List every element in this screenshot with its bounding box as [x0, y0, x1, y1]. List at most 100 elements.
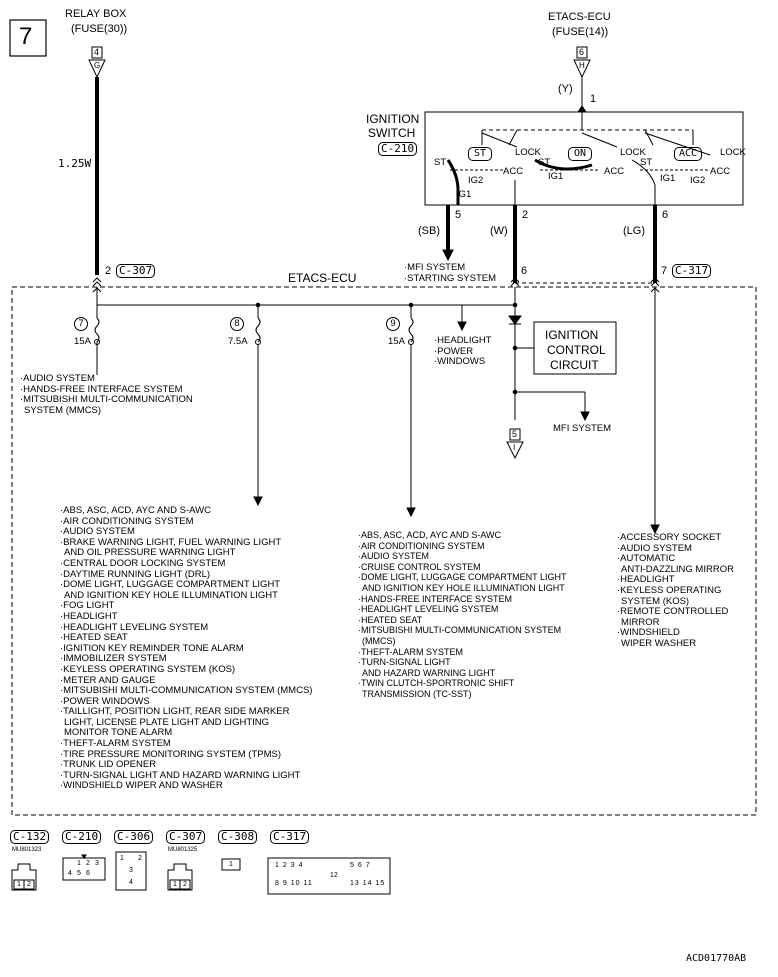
list-item: ·HEADLIGHT — [434, 335, 492, 346]
switch-pin-5: 5 — [455, 209, 462, 221]
c317-pins-bottom-right: 13 14 15 — [350, 880, 385, 887]
list-item: ·IGNITION KEY REMINDER TONE ALARM — [60, 642, 244, 654]
list-item: ·DOME LIGHT, LUGGAGE COMPARTMENT LIGHT — [358, 572, 567, 583]
list-item: ·WINDSHIELD — [617, 627, 680, 639]
list-item: ·MITSUBISHI MULTI-COMMUNICATION — [20, 394, 193, 406]
list-item: ·THEFT-ALARM SYSTEM — [60, 738, 171, 750]
etacs-pin-right: 7 — [661, 265, 668, 277]
c317-pins-bottom: 8 9 10 11 — [275, 880, 313, 887]
list-item: ·AUDIO SYSTEM — [20, 373, 95, 384]
etacs-pin-left: 2 — [105, 265, 112, 277]
list-item: ·METER AND GAUGE — [60, 674, 156, 686]
list-item: ·MITSUBISHI MULTI-COMMUNICATION SYSTEM — [358, 625, 562, 636]
relay-pin: G — [94, 61, 101, 70]
pin-label-1: 1 — [590, 93, 597, 105]
c317-pin: 13 — [350, 880, 360, 887]
c132-pin-1: 1 — [17, 881, 21, 888]
list-item: AND IGNITION KEY HOLE ILLUMINATION LIGHT — [362, 582, 565, 593]
c317-pins-top: 1 2 3 4 — [275, 862, 303, 869]
lock-label-2: LOCK — [620, 147, 646, 158]
connector-part-c132: MU801323 — [12, 847, 42, 853]
connector-legend-c317: C-317 — [270, 830, 310, 844]
list-item: ·ABS, ASC, ACD, AYC AND S-AWC — [358, 530, 502, 540]
ignition-control-line-2: CONTROL — [547, 343, 606, 357]
lock-label-1: LOCK — [515, 147, 541, 158]
position-acc: ACC — [674, 147, 703, 161]
c317-pin: 1 — [275, 862, 280, 869]
connector-legend-c210: C-210 — [62, 830, 102, 844]
list-item: ·AUTOMATIC — [617, 553, 676, 565]
list-item: ·HANDS-FREE INTERFACE SYSTEM — [20, 383, 183, 395]
c317-pin: 14 — [362, 880, 373, 887]
st-label-1: ST — [434, 157, 447, 168]
c317-pin: 5 — [350, 862, 355, 869]
list-item: ·MITSUBISHI MULTI-COMMUNICATION SYSTEM (… — [60, 685, 313, 697]
switch-pin-6: 6 — [662, 209, 669, 221]
output-terminal-number: 5 — [512, 429, 518, 439]
c317-pin: 8 — [275, 880, 280, 887]
c306-pin-1: 1 — [120, 855, 124, 862]
list-item: ·AIR CONDITIONING SYSTEM — [358, 540, 485, 551]
list-item: ·AUDIO SYSTEM — [358, 551, 430, 562]
fuse-7-number: 7 — [74, 317, 88, 331]
list-item: ·POWER WINDOWS — [60, 695, 150, 707]
etacs-ecu-title: ETACS-ECU — [288, 271, 357, 285]
etacs-top-terminal: 6 — [579, 47, 585, 57]
c317-pin: 10 — [290, 880, 301, 887]
c317-pin: 3 — [290, 862, 296, 869]
connector-part-c307: MU801325 — [168, 847, 198, 853]
c317-pin: 2 — [282, 862, 288, 869]
etacs-top-pin: H — [579, 61, 585, 70]
connector-legend-c307: C-307 — [166, 830, 206, 844]
connector-c210-tag: C-210 — [378, 142, 418, 156]
wire-color-lg: (LG) — [623, 225, 645, 237]
fuse-9-rating: 15A — [388, 336, 405, 347]
c317-pin: 11 — [303, 880, 313, 887]
list-item: LIGHT, LICENSE PLATE LIGHT AND LIGHTING — [64, 716, 270, 728]
list-item: ANTI-DAZZLING MIRROR — [621, 563, 734, 575]
c317-pins-top-right: 5 6 7 — [350, 862, 371, 869]
output-terminal-pin: I — [513, 443, 516, 452]
connector-c317-tag: C-317 — [672, 264, 712, 278]
st-label-3: ST — [640, 157, 653, 168]
c308-pin-1: 1 — [229, 861, 233, 868]
c306-pin-4: 4 — [129, 879, 133, 886]
list-item: ·HEADLIGHT — [60, 610, 118, 622]
list-item: AND OIL PRESSURE WARNING LIGHT — [64, 547, 236, 559]
list-item: ·TIRE PRESSURE MONITORING SYSTEM (TPMS) — [60, 748, 281, 760]
c210-pin-4: 4 — [68, 870, 72, 877]
list-item: ·TAILLIGHT, POSITION LIGHT, REAR SIDE MA… — [60, 706, 290, 718]
fuse-9-number: 9 — [386, 317, 400, 331]
list-item: AND HAZARD WARNING LIGHT — [362, 667, 496, 678]
c307-pin-2: 2 — [183, 881, 187, 888]
ig1-label-2: IG1 — [548, 171, 564, 182]
ig2-label-3: IG2 — [690, 175, 706, 186]
list-item: ·AUDIO SYSTEM — [617, 542, 692, 554]
list-item: ·HEATED SEAT — [358, 614, 423, 625]
lock-label-3: LOCK — [720, 147, 746, 158]
c317-pin: 4 — [298, 862, 304, 869]
list-item: ·HEATED SEAT — [60, 632, 128, 644]
etacs-top-fuse: (FUSE(14)) — [552, 26, 609, 38]
connector-c307-tag: C-307 — [116, 264, 156, 278]
list-item: (MMCS) — [362, 635, 396, 646]
c317-pin: 9 — [282, 880, 288, 887]
starting-system-label: ·STARTING SYSTEM — [404, 273, 497, 284]
c306-pin-2: 2 — [138, 855, 142, 862]
list-item: ·FOG LIGHT — [60, 600, 115, 612]
list-item: TRANSMISSION (TC-SST) — [362, 688, 472, 699]
relay-box-title: RELAY BOX — [65, 8, 127, 20]
list-item: MONITOR TONE ALARM — [64, 727, 173, 739]
list-item: ·WINDOWS — [434, 356, 486, 368]
list-item: SYSTEM (KOS) — [621, 595, 690, 607]
list-item: ·POWER — [434, 345, 474, 357]
list-item: ·REMOTE CONTROLLED — [617, 606, 729, 618]
c317-pin-12: 12 — [330, 872, 338, 879]
connector-legend-c308: C-308 — [218, 830, 258, 844]
page-number: 7 — [19, 23, 33, 50]
list-item: ·HEADLIGHT LEVELING SYSTEM — [60, 621, 209, 633]
wire-label-y: (Y) — [558, 83, 573, 95]
wire-label-125w: 1.25W — [58, 157, 92, 170]
list-item: ·HEADLIGHT LEVELING SYSTEM — [358, 604, 499, 615]
